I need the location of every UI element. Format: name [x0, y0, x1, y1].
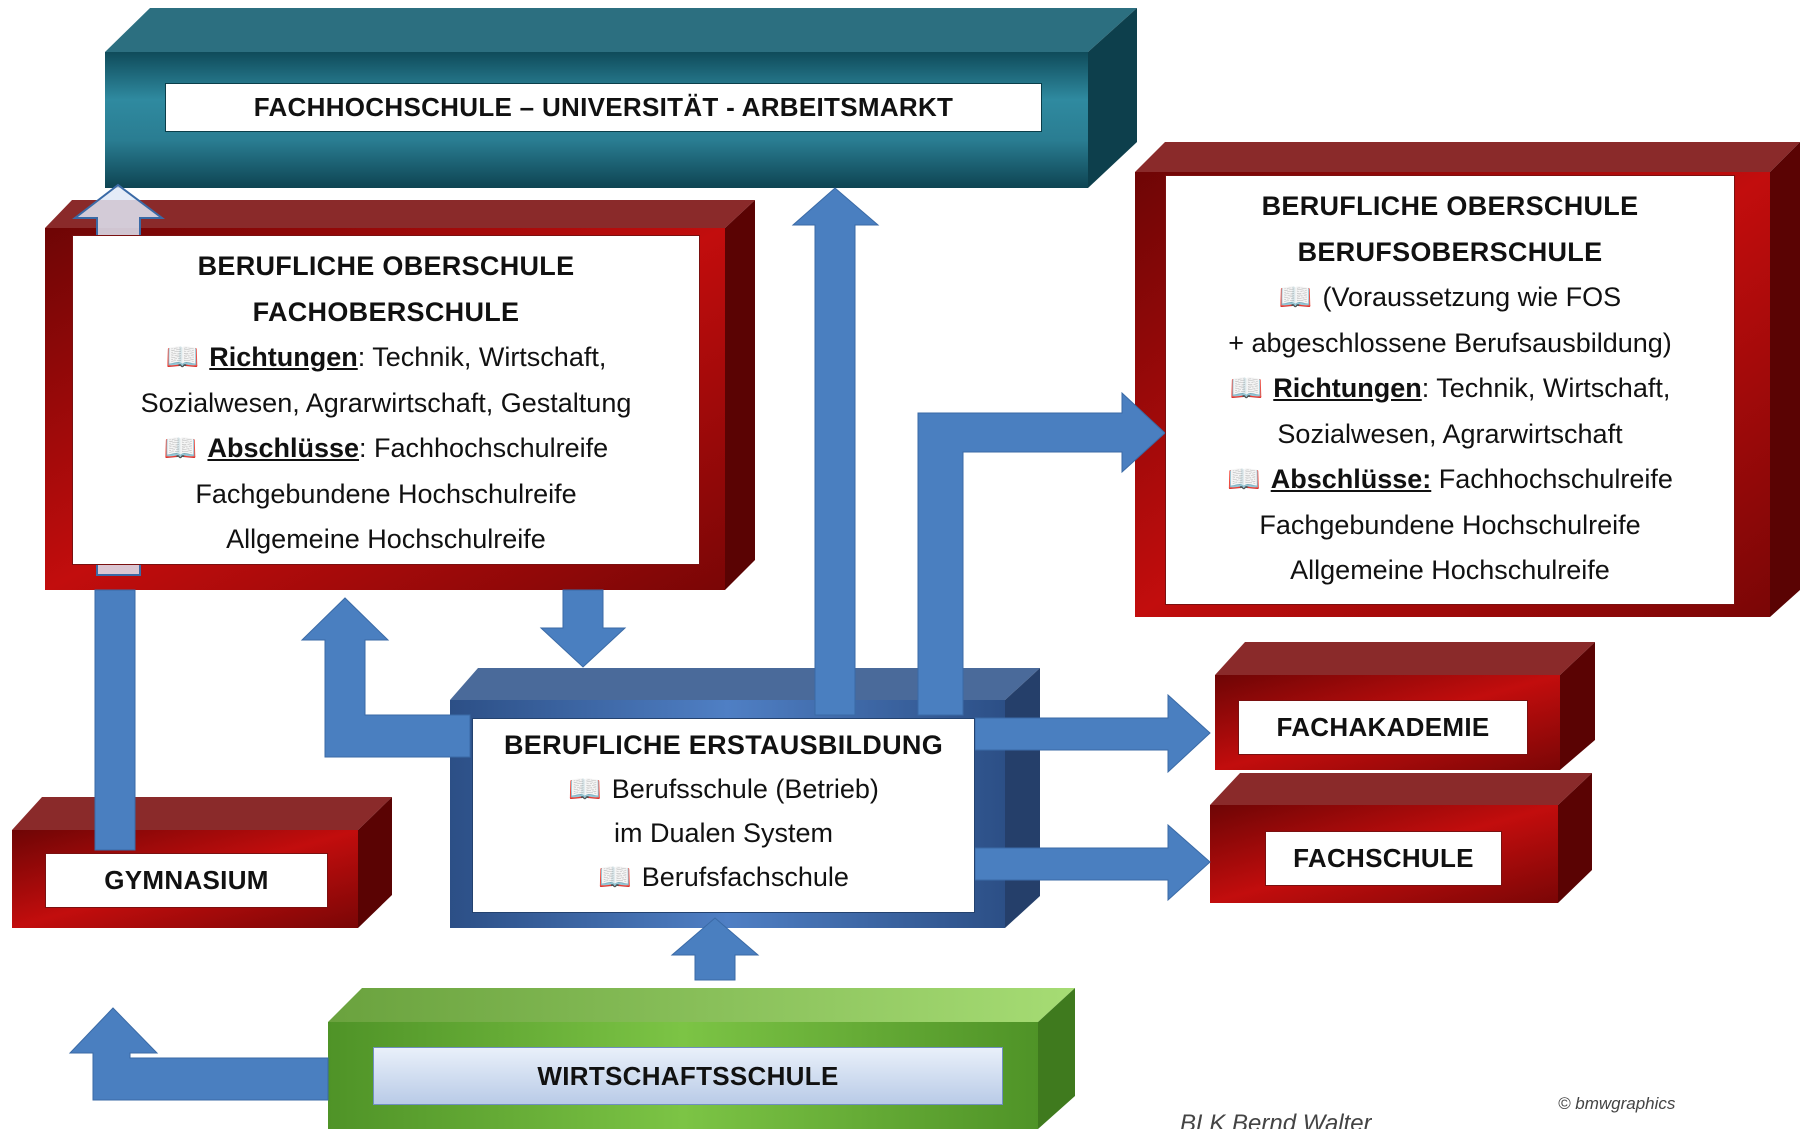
book-icon: 📖 — [165, 342, 200, 372]
bos-title-line1: BERUFLICHE OBERSCHULE — [1261, 191, 1639, 221]
book-icon: 📖 — [1227, 464, 1261, 494]
arrow-erst-to-bos — [917, 391, 1166, 716]
book-icon: 📖 — [1278, 282, 1313, 312]
arrow-erst-to-top — [791, 187, 880, 716]
book-icon: 📖 — [163, 433, 198, 463]
bos-abschluesse-c: Allgemeine Hochschulreife — [1290, 555, 1610, 585]
fos-title-line2: FACHOBERSCHULE — [252, 296, 520, 327]
erst-text-box: BERUFLICHE ERSTAUSBILDUNG 📖 Berufsschule … — [472, 718, 975, 913]
bos-abschluesse-line: 📖 Abschlüsse: Fachhochschulreife — [1166, 457, 1734, 503]
bos-voraussetzung-a: (Voraussetzung wie FOS — [1322, 282, 1622, 312]
bos-abschluesse-b: Fachgebundene Hochschulreife — [1259, 509, 1641, 540]
book-icon: 📖 — [1229, 373, 1264, 403]
credit-bmwgraphics: © bmwgraphics — [1558, 1094, 1676, 1113]
credit-author: BLK Bernd Walter — [1180, 1112, 1372, 1129]
book-icon: 📖 — [598, 862, 632, 892]
erst-line3-row: 📖 Berufsfachschule — [473, 855, 974, 899]
erst-line2: im Dualen System — [613, 818, 834, 848]
fos-text-box: BERUFLICHE OBERSCHULE FACHOBERSCHULE 📖 Ri… — [72, 235, 700, 565]
bos-richtungen-line: 📖 Richtungen: Technik, Wirtschaft, — [1166, 366, 1734, 412]
top-title: FACHHOCHSCHULE – UNIVERSITÄT - ARBEITSMA… — [253, 92, 954, 122]
fos-abschluesse-a: : Fachhochschulreife — [359, 433, 609, 463]
fos-abschluesse-line: 📖 Abschlüsse: Fachhochschulreife — [73, 426, 699, 472]
fos-abschluesse-label: Abschlüsse — [207, 433, 360, 463]
bos-title-line2: BERUFSOBERSCHULE — [1297, 236, 1603, 267]
fos-abschluesse-c: Allgemeine Hochschulreife — [226, 524, 546, 554]
fos-richtungen-line: 📖 Richtungen: Technik, Wirtschaft, — [73, 335, 699, 381]
bos-richtungen-a: : Technik, Wirtschaft, — [1421, 373, 1671, 403]
book-icon: 📖 — [568, 774, 602, 804]
erst-title: BERUFLICHE ERSTAUSBILDUNG — [504, 730, 943, 760]
erst-line3: Berufsfachschule — [641, 862, 849, 892]
gymnasium-title: GYMNASIUM — [104, 865, 269, 895]
bos-abschluesse-label: Abschlüsse: — [1270, 464, 1432, 494]
wirtschaftsschule-title: WIRTSCHAFTSSCHULE — [537, 1061, 839, 1091]
arrow-fos-to-erst — [539, 589, 627, 668]
fos-abschluesse-b: Fachgebundene Hochschulreife — [195, 478, 577, 509]
erst-line1: Berufsschule (Betrieb) — [611, 774, 879, 804]
bos-voraussetzung-line: 📖 (Voraussetzung wie FOS — [1166, 275, 1734, 321]
gymnasium-text-box: GYMNASIUM — [45, 853, 328, 908]
fachschule-text-box: FACHSCHULE — [1265, 831, 1502, 886]
arrow-erst-to-fachakademie — [974, 693, 1211, 774]
fos-title-line1: BERUFLICHE OBERSCHULE — [197, 251, 575, 281]
bos-richtungen-b: Sozialwesen, Agrarwirtschaft — [1277, 418, 1623, 449]
arrow-gym-up — [94, 589, 136, 851]
bos-abschluesse-a: Fachhochschulreife — [1431, 464, 1673, 494]
fos-richtungen-b: Sozialwesen, Agrarwirtschaft, Gestaltung — [140, 387, 632, 418]
bos-text-box: BERUFLICHE OBERSCHULE BERUFSOBERSCHULE 📖… — [1165, 175, 1735, 605]
erst-line1-row: 📖 Berufsschule (Betrieb) — [473, 767, 974, 811]
arrow-erst-to-fos — [300, 597, 471, 758]
wirtschaftsschule-text-box: WIRTSCHAFTSSCHULE — [373, 1047, 1003, 1105]
fos-richtungen-a: : Technik, Wirtschaft, — [357, 342, 607, 372]
arrow-ws-to-gym — [68, 1007, 329, 1101]
fachakademie-text-box: FACHAKADEMIE — [1238, 700, 1528, 755]
arrow-erst-to-fachschule — [974, 823, 1211, 902]
bos-voraussetzung-b: + abgeschlossene Berufsausbildung) — [1228, 327, 1672, 358]
fachschule-title: FACHSCHULE — [1293, 843, 1474, 873]
top-title-box: FACHHOCHSCHULE – UNIVERSITÄT - ARBEITSMA… — [165, 83, 1042, 132]
fos-richtungen-label: Richtungen — [209, 342, 358, 372]
bos-richtungen-label: Richtungen — [1273, 373, 1422, 403]
arrow-ws-to-erst — [670, 917, 760, 981]
fachakademie-title: FACHAKADEMIE — [1276, 712, 1490, 742]
